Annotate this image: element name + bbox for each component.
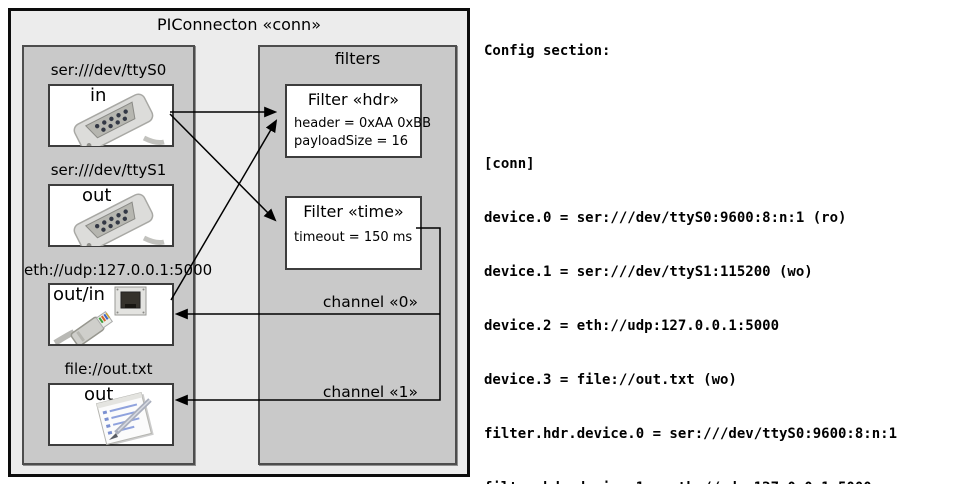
device-label-file: file://out.txt bbox=[64, 360, 153, 378]
device-box-ttys0: in bbox=[48, 84, 174, 147]
filter-attr: timeout = 150 ms bbox=[294, 230, 413, 245]
serial-connector-icon bbox=[73, 93, 165, 146]
filter-box-time: Filter «time» timeout = 150 ms bbox=[285, 196, 422, 270]
filters-panel: filters Filter «hdr» header = 0xAA 0xBB … bbox=[258, 45, 457, 465]
config-line: [conn] bbox=[484, 156, 535, 172]
device-label-eth: eth://udp:127.0.0.1:5000 bbox=[24, 261, 213, 279]
config-line: device.1 = ser:///dev/ttyS1:115200 (wo) bbox=[484, 264, 813, 280]
device-box-eth: out/in bbox=[48, 283, 174, 346]
port-label: out bbox=[82, 185, 112, 206]
config-heading: Config section: bbox=[484, 43, 611, 59]
port-label: in bbox=[90, 85, 107, 106]
filter-box-hdr: Filter «hdr» header = 0xAA 0xBB payloadS… bbox=[285, 84, 431, 158]
device-label-ttys1: ser:///dev/ttyS1 bbox=[50, 161, 167, 179]
channel-1-label: channel «1» bbox=[322, 383, 418, 401]
filter-title: Filter «time» bbox=[303, 202, 404, 221]
port-label: out/in bbox=[53, 284, 105, 305]
filter-attr: payloadSize = 16 bbox=[294, 134, 409, 149]
filter-attr: header = 0xAA 0xBB bbox=[294, 116, 432, 131]
device-box-file: out bbox=[48, 383, 174, 446]
config-line: device.3 = file://out.txt (wo) bbox=[484, 372, 737, 388]
config-line: filter.hdr.device.1 = eth://udp:127.0.0.… bbox=[484, 479, 905, 484]
device-box-ttys1: out bbox=[48, 184, 174, 247]
ethernet-plug-icon bbox=[53, 286, 147, 344]
filter-title: Filter «hdr» bbox=[307, 90, 400, 109]
port-label: out bbox=[84, 384, 114, 405]
config-line: device.0 = ser:///dev/ttyS0:9600:8:n:1 (… bbox=[484, 210, 847, 226]
channel-0-label: channel «0» bbox=[322, 293, 418, 311]
devices-panel: ser:///dev/ttyS0 in ser:///dev/ttyS1 out bbox=[22, 45, 213, 465]
serial-connector-icon bbox=[73, 193, 165, 246]
config-line: device.2 = eth://udp:127.0.0.1:5000 bbox=[484, 318, 780, 334]
config-line: filter.hdr.device.0 = ser:///dev/ttyS0:9… bbox=[484, 426, 898, 442]
config-lines: [conn] device.0 = ser:///dev/ttyS0:9600:… bbox=[484, 119, 905, 484]
device-label-ttys0: ser:///dev/ttyS0 bbox=[50, 61, 167, 79]
notepad-pen-icon bbox=[95, 391, 154, 445]
config-section: Config section: [conn] device.0 = ser://… bbox=[484, 6, 905, 484]
filters-panel-title: filters bbox=[334, 49, 381, 68]
piconnector-diagram: PIConnecton «conn» ser:///dev/ttyS0 in bbox=[8, 8, 470, 477]
diagram-title: PIConnecton «conn» bbox=[157, 15, 321, 34]
